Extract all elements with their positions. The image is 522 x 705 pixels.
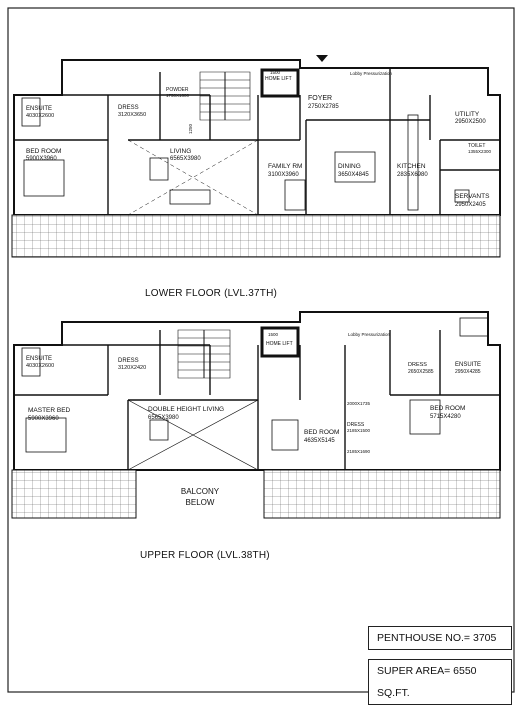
lower-floor-plan xyxy=(11,55,501,258)
lower-room-size: 1750X1600 xyxy=(166,93,190,98)
lower-room-size: 3650X4845 xyxy=(338,172,369,178)
lower-room-name: SERVANTS xyxy=(455,193,490,200)
upper-room-size: 5900X3960 xyxy=(28,416,59,422)
lower-terrace xyxy=(11,214,501,258)
upper-room-size: 2950X4285 xyxy=(455,369,481,375)
lower-room-name: LIVING xyxy=(170,148,191,155)
lower-room-name: TOILET xyxy=(468,143,485,149)
upper-terrace-right xyxy=(263,469,501,519)
penthouse-number: PENTHOUSE NO.= 3705 xyxy=(368,626,512,650)
lower-room-size: 1355X2300 xyxy=(468,149,492,154)
upper-floor-caption: UPPER FLOOR (LVL.38TH) xyxy=(140,550,270,561)
lower-room-name: ENSUITE xyxy=(26,106,52,112)
upper-lift xyxy=(260,326,300,358)
page-border xyxy=(7,7,515,693)
lower-dimension: 1500 xyxy=(270,70,281,75)
lower-room-size: 2950X2405 xyxy=(455,202,486,208)
upper-room-name: ENSUITE xyxy=(26,356,52,362)
upper-room-size: 2650X2585 xyxy=(408,369,434,375)
upper-room-name: Lobby Pressurization xyxy=(348,332,391,337)
upper-room-name: HOME LIFT xyxy=(266,341,293,347)
upper-room-name: MASTER BED xyxy=(28,407,71,414)
upper-room-name: DRESS xyxy=(347,422,365,428)
lower-room-name: HOME LIFT xyxy=(265,76,292,82)
lower-room-size: 2950X2500 xyxy=(455,119,486,125)
lower-dimension: 1250 xyxy=(188,123,193,134)
upper-room-labels: ENSUITE 4030X2600 DRESS 3120X2420 HOME L… xyxy=(26,332,481,507)
upper-room-name: DRESS xyxy=(408,362,427,368)
upper-stair xyxy=(177,329,231,379)
upper-dimension: 2000X1735 xyxy=(347,401,371,406)
upper-dimension: 2185X1690 xyxy=(347,449,371,454)
lower-room-name: KITCHEN xyxy=(397,163,426,170)
upper-room-size: 2185X1500 xyxy=(347,428,371,433)
lower-room-size: 5900X3960 xyxy=(26,156,57,162)
upper-terrace-left xyxy=(11,469,137,519)
upper-room-size: 4635X5145 xyxy=(304,438,335,444)
upper-room-size: 3120X2420 xyxy=(118,365,146,371)
lower-room-labels: ENSUITE 4030X2600 DRESS 3120X3650 POWDER… xyxy=(26,70,492,208)
lower-floor-caption: LOWER FLOOR (LVL.37TH) xyxy=(145,288,278,299)
lower-room-size: 3120X3650 xyxy=(118,112,146,118)
lower-room-name: UTILITY xyxy=(455,111,480,118)
lower-room-name: FAMILY RM xyxy=(268,163,302,170)
upper-room-name: DRESS xyxy=(118,358,139,364)
lower-lift xyxy=(260,68,300,98)
upper-room-name: BED ROOM xyxy=(430,405,465,412)
lower-room-name: Lobby Pressurization xyxy=(350,71,393,76)
upper-dimension: 1500 xyxy=(268,332,279,337)
upper-room-size: 4030X2600 xyxy=(26,363,54,369)
lower-room-name: DRESS xyxy=(118,105,139,111)
upper-room-name: ENSUITE xyxy=(455,362,481,368)
lower-room-size: 4030X2600 xyxy=(26,113,54,119)
upper-floor-plan xyxy=(11,311,501,519)
upper-room-size: BELOW xyxy=(186,498,215,507)
upper-room-name: BED ROOM xyxy=(304,429,339,436)
lower-room-size: 3100X3960 xyxy=(268,172,299,178)
lower-room-size: 6565X3980 xyxy=(170,156,201,162)
upper-room-name: BALCONY xyxy=(181,487,220,496)
upper-room-name: DOUBLE HEIGHT LIVING xyxy=(148,406,224,413)
lower-room-size: 2750X2785 xyxy=(308,104,339,110)
lower-stair xyxy=(199,71,251,121)
upper-room-size: 5715X4280 xyxy=(430,414,461,420)
lower-room-size: 2835X6980 xyxy=(397,172,428,178)
lower-room-name: BED ROOM xyxy=(26,148,61,155)
lower-room-name: POWDER xyxy=(166,87,189,93)
lower-room-name: FOYER xyxy=(308,95,332,102)
lower-room-name: DINING xyxy=(338,163,361,170)
upper-room-size: 6565X3980 xyxy=(148,415,179,421)
super-area: SUPER AREA= 6550 SQ.FT. xyxy=(368,659,512,705)
